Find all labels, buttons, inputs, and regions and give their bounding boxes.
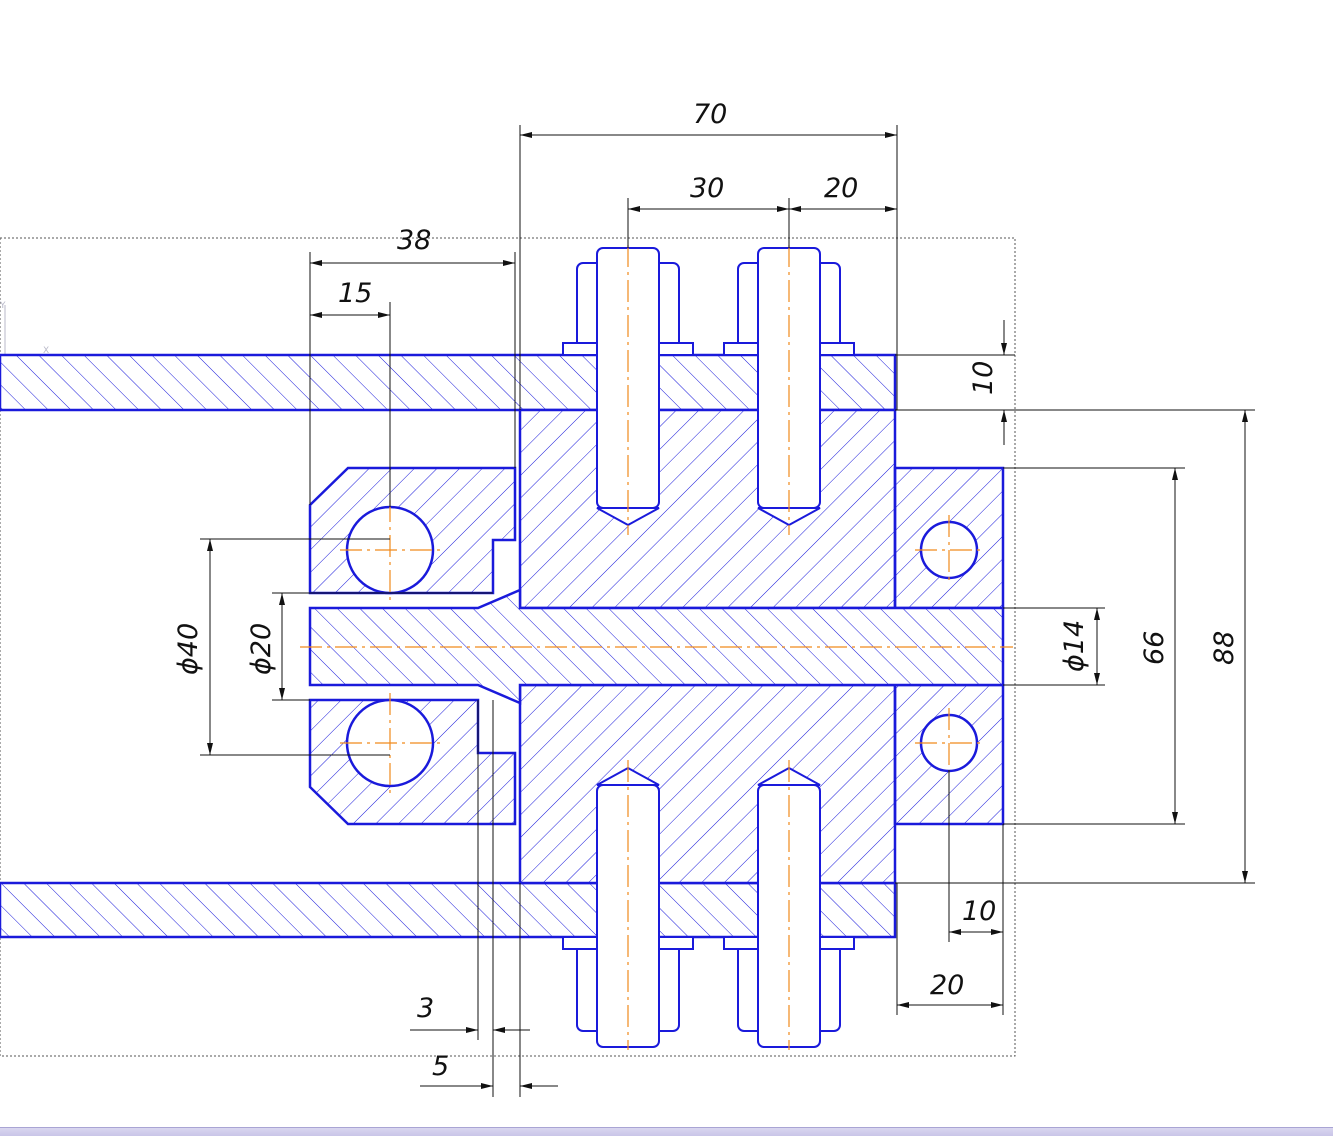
dim-66: 66 <box>1139 631 1170 665</box>
dimension-lines <box>200 125 1255 1097</box>
dim-30: 30 <box>690 173 724 204</box>
dim-5: 5 <box>432 1051 449 1082</box>
view-frame <box>0 237 1016 1057</box>
dim-38: 38 <box>397 225 431 256</box>
top-plate <box>0 353 897 412</box>
central-block <box>518 408 897 885</box>
dim-70: 70 <box>693 99 727 130</box>
bottom-plate <box>0 881 897 939</box>
axis-label-y: Y <box>0 301 6 311</box>
left-flange <box>308 466 517 826</box>
axis-label-x: X <box>43 346 49 356</box>
centerlines <box>300 245 1013 1050</box>
dim-10-right: 10 <box>968 361 999 395</box>
axis-indicator <box>4 305 40 356</box>
dim-15: 15 <box>338 278 372 309</box>
dim-phi40: ϕ40 <box>173 623 204 675</box>
dim-3: 3 <box>417 993 434 1024</box>
dim-phi20: ϕ20 <box>246 623 277 675</box>
dim-20-top: 20 <box>824 173 858 204</box>
status-bar <box>0 1127 1333 1136</box>
dim-20-bottom: 20 <box>930 970 964 1001</box>
dim-phi14: ϕ14 <box>1059 620 1090 672</box>
dim-88: 88 <box>1209 631 1240 665</box>
dim-10-bottom: 10 <box>962 896 996 927</box>
